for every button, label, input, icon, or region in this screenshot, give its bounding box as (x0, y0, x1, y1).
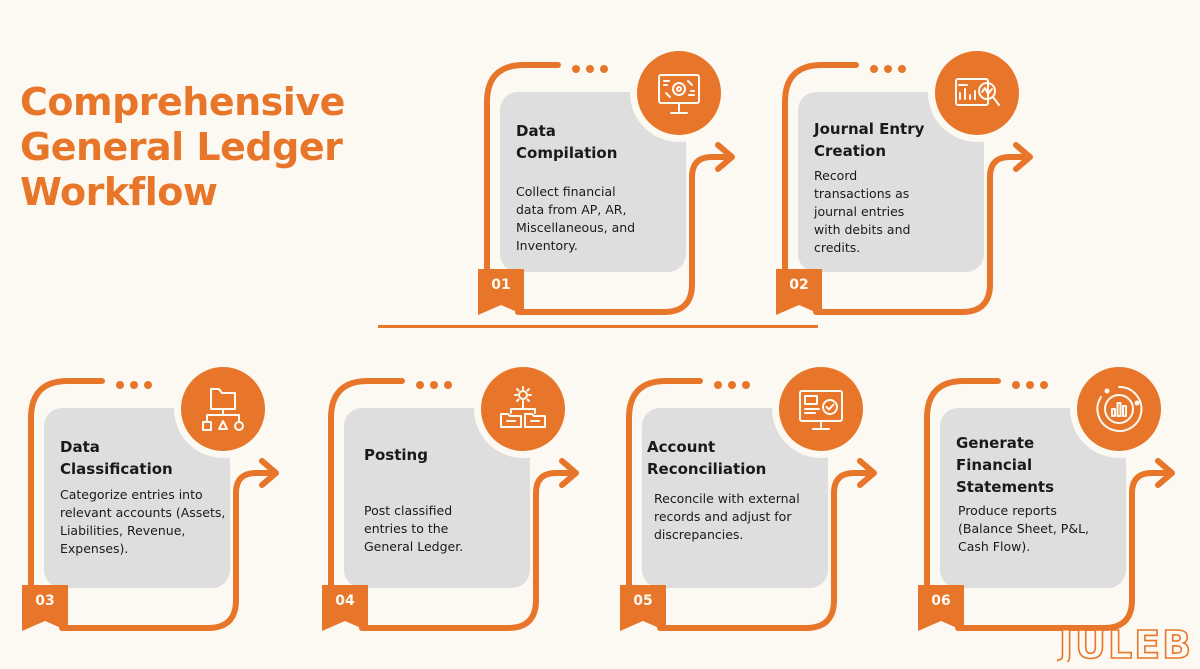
step-description: Post classified entries to the General L… (364, 503, 464, 554)
step-title: Generate Financial Statements (956, 434, 1055, 496)
logo-text: JULEB (1057, 623, 1193, 662)
step-number: 04 (335, 593, 355, 609)
dots-decoration (714, 381, 750, 389)
step-number: 03 (35, 593, 55, 609)
chart-circle-icon (1070, 360, 1168, 458)
step-number-badge: 03 (22, 585, 68, 631)
step-frame-arrow (626, 378, 877, 631)
step-card-06: Generate Financial Statements Produce re… (918, 360, 1178, 648)
step-number: 01 (491, 277, 511, 293)
step-frame-arrow (484, 62, 735, 315)
title-line-1: Comprehensive (20, 80, 345, 124)
step-description: Record transactions as journal entries w… (814, 168, 911, 255)
step-card-02: Journal Entry Creation Record transactio… (776, 44, 1036, 332)
dots-decoration (416, 381, 452, 389)
step-number: 05 (633, 593, 653, 609)
folder-hierarchy-icon (174, 360, 272, 458)
page-title: Comprehensive General Ledger Workflow (20, 80, 345, 215)
step-number-badge: 02 (776, 269, 822, 315)
dots-decoration (572, 65, 608, 73)
step-frame-arrow (28, 378, 279, 631)
juleb-logo: JULEB (1057, 622, 1193, 662)
step-card-03: Data Classification Categorize entries i… (22, 360, 282, 648)
step-number-badge: 05 (620, 585, 666, 631)
step-frame-arrow (924, 378, 1175, 631)
step-description: Categorize entries into relevant account… (60, 487, 226, 556)
step-card-04: Posting Post classified entries to the G… (322, 360, 582, 648)
title-line-2: General Ledger (20, 125, 343, 169)
step-number-badge: 01 (478, 269, 524, 315)
row-divider (378, 325, 818, 328)
step-number: 06 (931, 593, 951, 609)
dots-decoration (870, 65, 906, 73)
dots-decoration (1012, 381, 1048, 389)
step-title: Account Reconciliation (647, 438, 767, 478)
report-analysis-icon (928, 44, 1026, 142)
step-number-badge: 04 (322, 585, 368, 631)
step-card-01: Data Compilation Collect financial data … (478, 44, 738, 332)
step-description: Collect financial data from AP, AR, Misc… (516, 184, 636, 253)
step-title: Data Classification (60, 438, 173, 478)
step-description: Reconcile with external records and adju… (654, 491, 800, 542)
step-frame-arrow (328, 378, 579, 631)
title-line-3: Workflow (20, 170, 218, 214)
step-title: Data Compilation (516, 122, 618, 162)
presentation-board-icon (630, 44, 728, 142)
gear-folders-icon (474, 360, 572, 458)
step-frame-arrow (782, 62, 1033, 315)
step-title: Journal Entry Creation (814, 120, 925, 160)
monitor-check-icon (772, 360, 870, 458)
step-card-05: Account Reconciliation Reconcile with ex… (620, 360, 880, 648)
step-title: Posting (364, 446, 428, 464)
step-description: Produce reports (Balance Sheet, P&L, Cas… (958, 503, 1090, 554)
step-number-badge: 06 (918, 585, 964, 631)
dots-decoration (116, 381, 152, 389)
step-number: 02 (789, 277, 809, 293)
